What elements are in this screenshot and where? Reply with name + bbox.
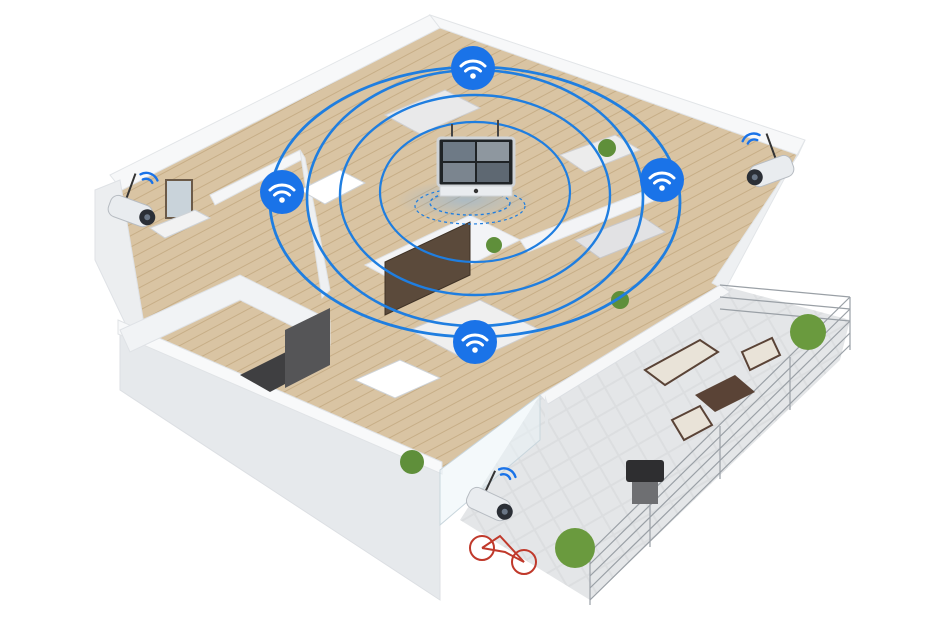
bathtub <box>298 169 367 205</box>
cameras <box>107 132 795 522</box>
terrace-divider <box>545 395 548 440</box>
bicycle <box>469 534 537 575</box>
signal-ring-2 <box>338 93 612 297</box>
plant-hall <box>486 237 502 253</box>
camera-right <box>741 132 795 188</box>
wifi-icon <box>268 183 296 197</box>
wifi-badge-top <box>451 46 495 90</box>
terrace-railing <box>589 284 851 605</box>
terrace-armchair-2 <box>670 404 714 442</box>
vanity <box>148 209 212 239</box>
plant-terrace-large <box>790 314 826 350</box>
signal-ring-1 <box>378 120 572 264</box>
dining-table <box>353 359 442 399</box>
security-camera-icon <box>107 173 156 228</box>
camera-front <box>465 467 517 522</box>
plant-dining <box>400 450 424 474</box>
terrace-sofa <box>643 338 720 387</box>
mirror <box>165 179 193 219</box>
plant-terrace-front <box>555 528 595 568</box>
nvr-monitor <box>436 120 516 197</box>
wifi-icon <box>648 171 676 185</box>
kitchen-tall-unit <box>285 308 330 388</box>
wifi-badge-bottom <box>453 320 497 364</box>
bbq-grill <box>626 460 664 482</box>
wifi-icon <box>461 333 489 347</box>
wifi-badge-right <box>640 158 684 202</box>
furniture <box>148 89 782 504</box>
terrace-coffee-table <box>695 375 755 412</box>
security-camera-icon <box>746 133 795 188</box>
bbq-grill-stand <box>632 482 658 504</box>
wifi-icon <box>459 59 487 73</box>
terrace-armchair-1 <box>740 336 782 372</box>
plant-bedroom <box>598 139 616 157</box>
camera-left <box>107 171 159 228</box>
wifi-badges <box>260 46 684 364</box>
sofa-2 <box>573 214 667 259</box>
plants <box>400 139 826 568</box>
terrace-glass-railing <box>439 394 541 527</box>
wifi-badge-left <box>260 170 304 214</box>
bookshelf <box>384 221 471 316</box>
outer-wall-right <box>711 139 806 291</box>
bed <box>383 89 482 135</box>
security-camera-icon <box>465 470 513 522</box>
